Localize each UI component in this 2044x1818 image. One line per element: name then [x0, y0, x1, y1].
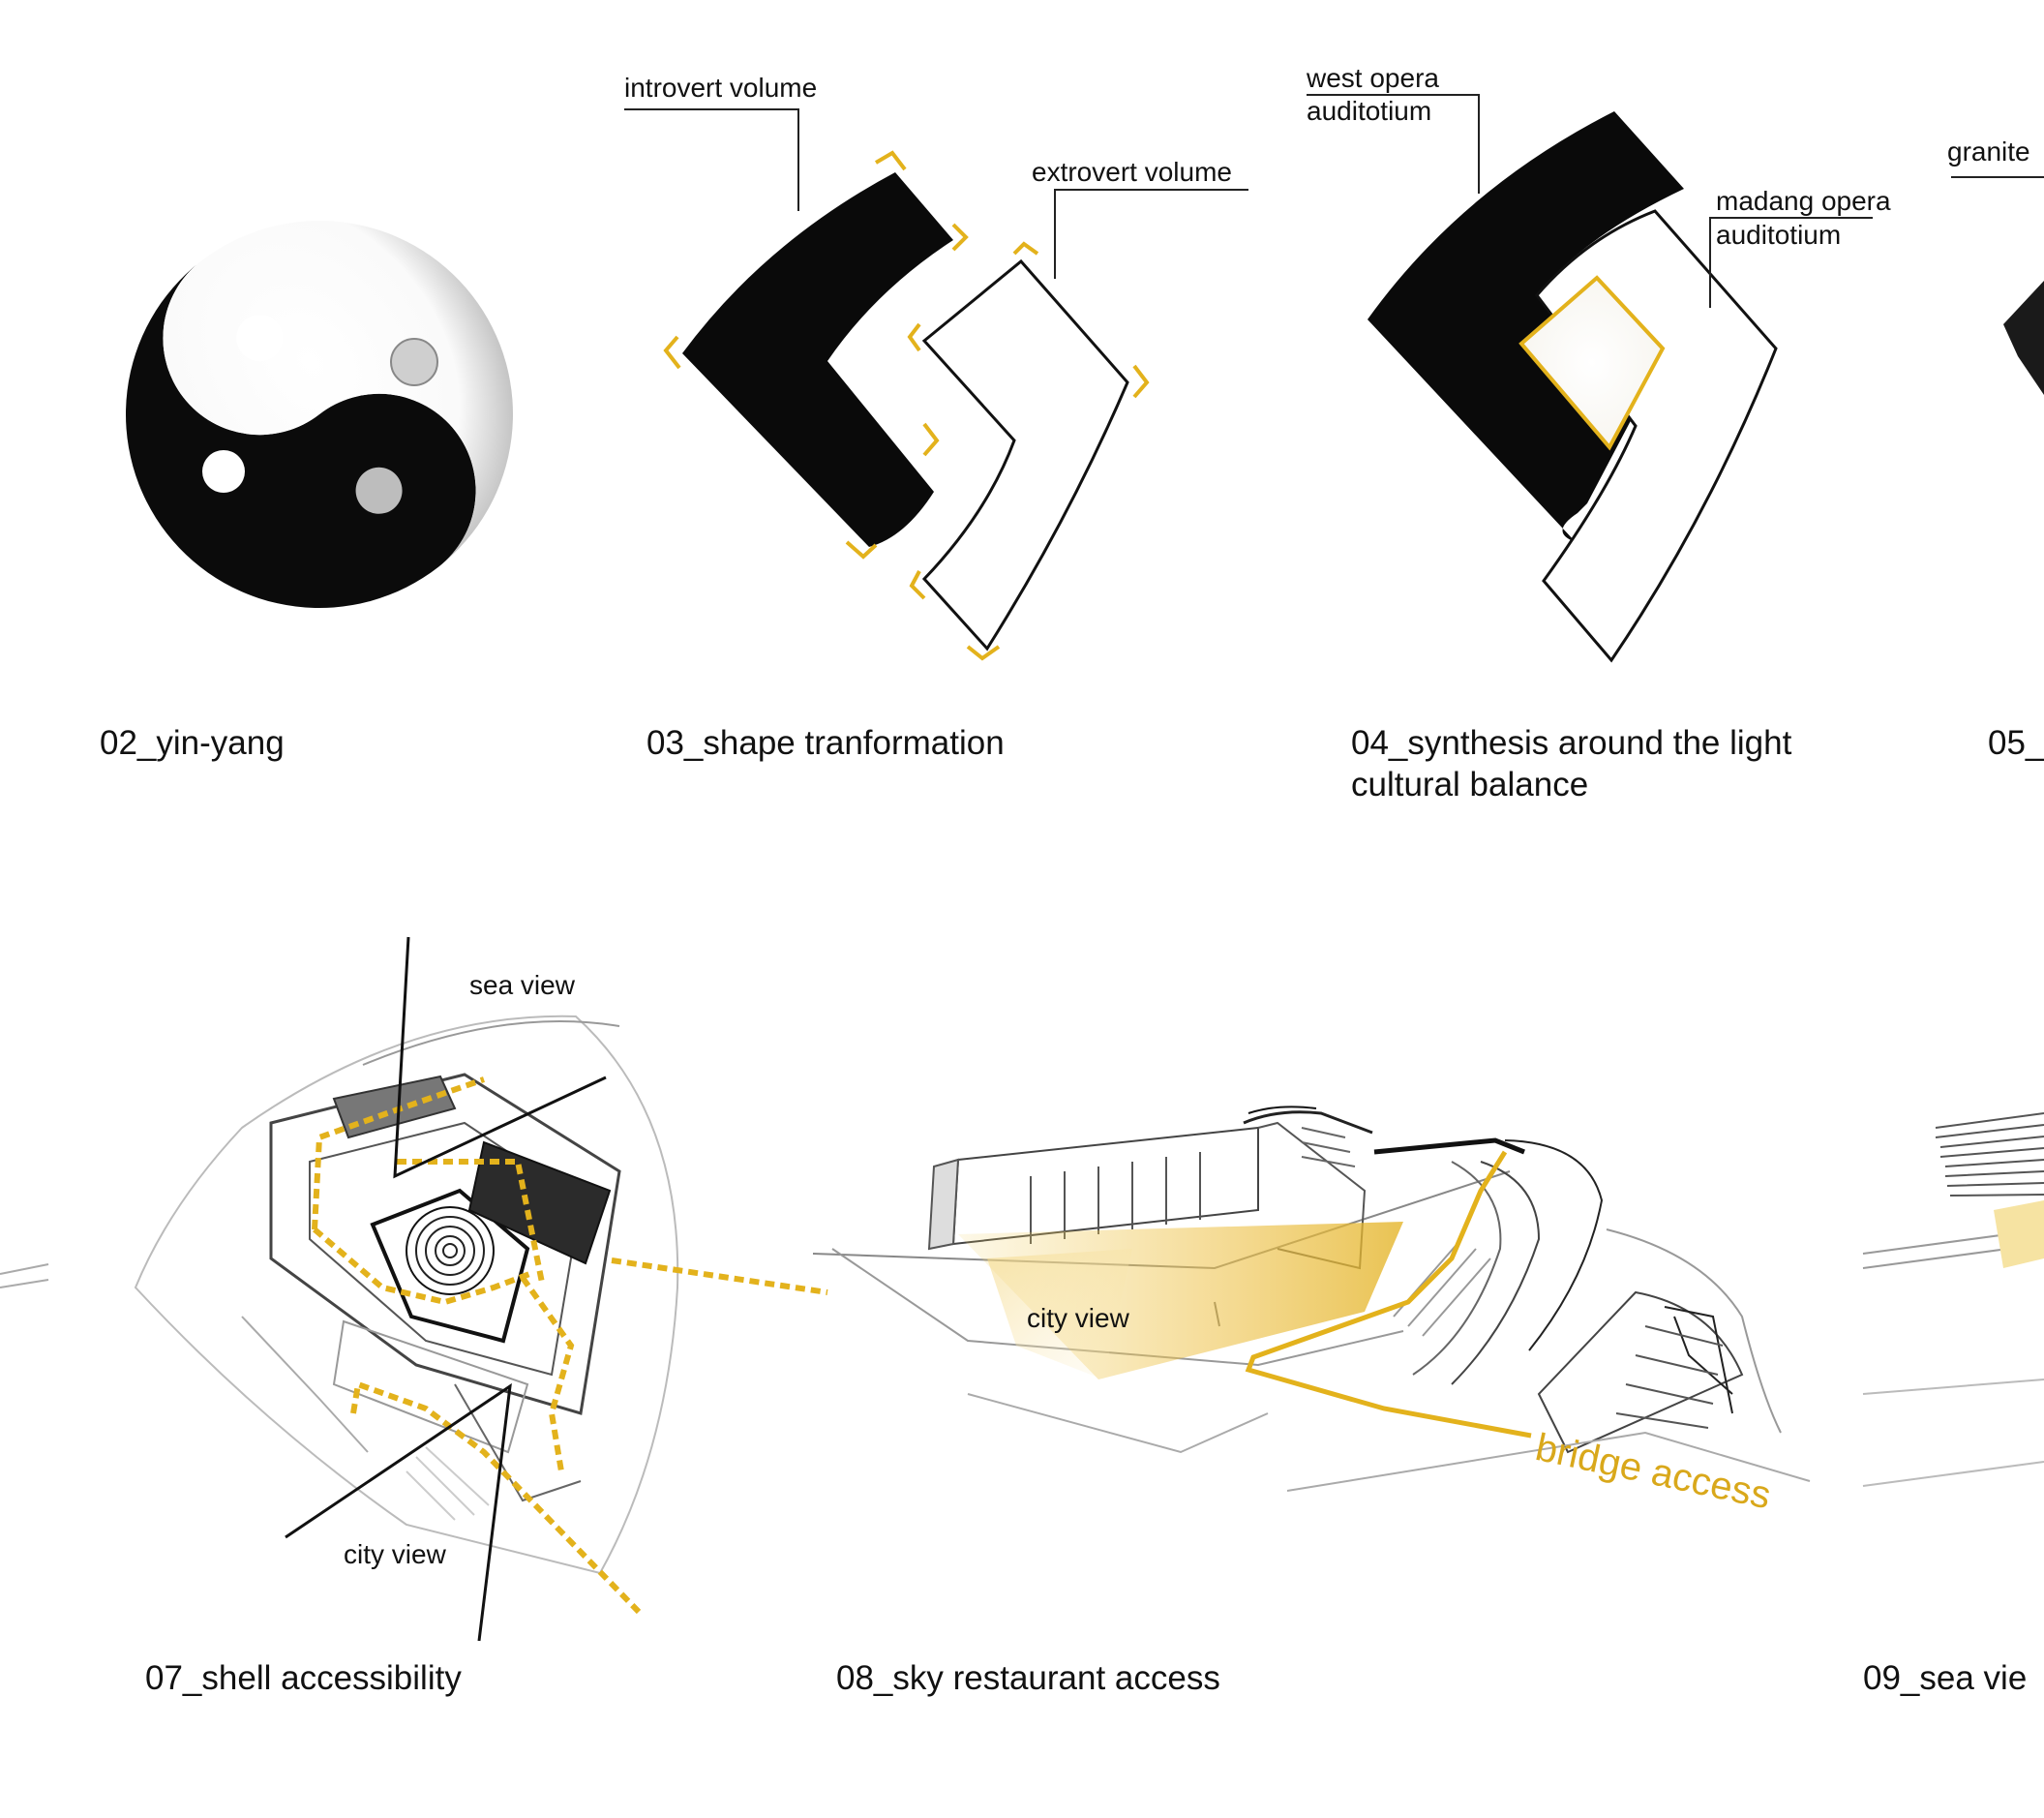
- bridge-access-path: [1245, 1150, 1532, 1439]
- shell-access-path: [312, 1076, 828, 1615]
- caption-08-sky-restaurant-access: 08_sky restaurant access: [836, 1659, 1220, 1697]
- caption-02-yin-yang: 02_yin-yang: [100, 724, 285, 762]
- city-view-label-perspective: city view: [1027, 1303, 1129, 1333]
- caption-07-shell-accessibility: 07_shell accessibility: [145, 1659, 462, 1697]
- introvert-volume-shape: [682, 172, 953, 547]
- caption-04-synthesis-line2: cultural balance: [1351, 766, 1589, 803]
- panel3-leader-lines: [624, 108, 1248, 279]
- madang-opera-label: madang opera: [1716, 186, 1891, 216]
- light-core: [1518, 275, 1666, 451]
- west-opera-label: west opera: [1307, 63, 1439, 93]
- extrovert-volume-label: extrovert volume: [1032, 157, 1232, 187]
- city-view-cone: [958, 1222, 1403, 1379]
- west-opera-label-2: auditotium: [1307, 96, 1432, 126]
- shell-plan-drawing: [0, 1015, 679, 1575]
- extrovert-volume-shape: [921, 258, 1129, 651]
- panel4-leader-lines: [1307, 94, 1873, 308]
- shell-view-lines: [285, 936, 607, 1642]
- yang-dot: [390, 338, 438, 386]
- caption-05-partial: 05_: [1988, 724, 2044, 762]
- introvert-volume-label: introvert volume: [624, 73, 818, 103]
- transformation-brackets: [663, 150, 1150, 661]
- granite-label: granite: [1947, 136, 2030, 167]
- sky-restaurant-drawing: [812, 1106, 1811, 1492]
- granite-volume-partial: [1951, 176, 2044, 395]
- sea-view-label: sea view: [469, 970, 575, 1000]
- yin-yang-symbol: [126, 221, 513, 608]
- sea-view-drawing-partial: [1862, 1112, 2044, 1487]
- caption-04-synthesis: 04_synthesis around the light: [1351, 724, 1792, 762]
- caption-09-partial: 09_sea vie: [1863, 1659, 2028, 1697]
- caption-03-shape-transformation: 03_shape tranformation: [646, 724, 1005, 762]
- city-view-label-plan: city view: [344, 1539, 446, 1569]
- madang-opera-label-2: auditotium: [1716, 220, 1842, 250]
- yin-dot: [202, 450, 245, 493]
